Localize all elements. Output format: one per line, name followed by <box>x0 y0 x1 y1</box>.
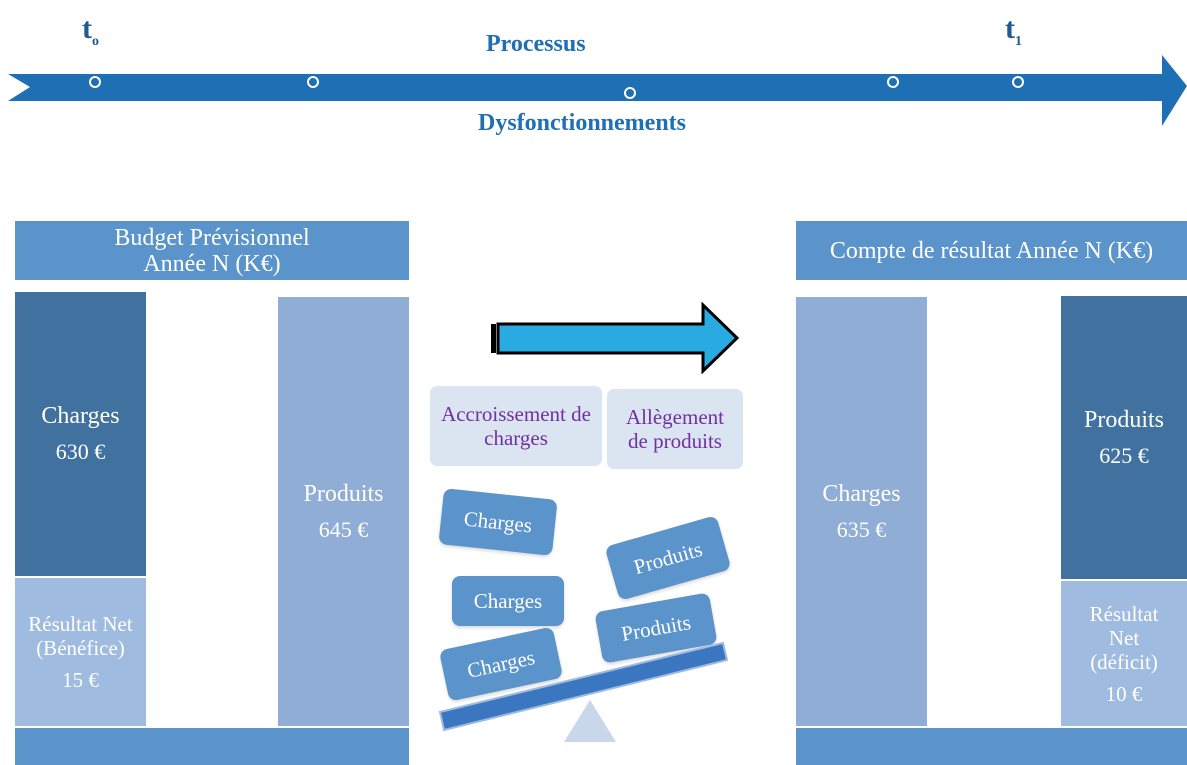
budget-charges-value: 630 € <box>55 439 106 464</box>
compte-produits-label: Produits <box>1083 406 1164 433</box>
budget-result-value: 15 € <box>62 668 99 692</box>
budget-charges-label: Charges <box>41 403 120 429</box>
tile-charges-middle: Charges <box>452 576 564 626</box>
tile-charges-top-text: Charges <box>462 505 534 538</box>
compte-produits-bar: Produits 625 € <box>1061 296 1187 579</box>
compte-produits-value: 625 € <box>1099 442 1149 468</box>
timeline-point <box>624 87 636 99</box>
budget-result-label: Résultat Net (Bénéfice) <box>28 612 133 660</box>
budget-charges-bar: Charges 630 € <box>15 292 146 576</box>
transition-arrow <box>491 302 740 374</box>
tag-allegement-produits: Allègement de produits <box>607 389 743 469</box>
timeline-point <box>887 76 899 88</box>
tag-accroissement-charges: Accroissement de charges <box>430 386 602 466</box>
timeline-arrow <box>8 55 1187 126</box>
timeline-bottom-label: Dysfonctionnements <box>478 110 686 136</box>
timeline-start-label: to <box>82 12 99 50</box>
compte-charges-bar: Charges 635 € <box>796 297 927 726</box>
budget-title: Budget Prévisionnel Année N (K€) <box>15 221 409 280</box>
compte-charges-label: Charges <box>822 480 901 507</box>
tag-allegement-text: Allègement de produits <box>626 405 724 453</box>
budget-produits-label: Produits <box>303 480 384 507</box>
compte-charges-value: 635 € <box>836 516 887 542</box>
timeline-end-label: t1 <box>1005 12 1022 50</box>
balance-fulcrum <box>564 700 616 742</box>
balance-scale <box>438 641 729 742</box>
timeline-point <box>307 76 319 88</box>
budget-produits-bar: Produits 645 € <box>278 297 409 726</box>
compte-result-value: 10 € <box>1105 681 1143 706</box>
compte-title-text: Compte de résultat Année N (K€) <box>829 237 1154 264</box>
tile-produits-top-text: Produits <box>630 536 705 579</box>
end-subscript: 1 <box>1015 34 1022 49</box>
start-letter: t <box>82 12 92 45</box>
start-subscript: o <box>92 34 99 49</box>
timeline-point <box>89 76 101 88</box>
balance-beam <box>438 641 729 732</box>
compte-title: Compte de résultat Année N (K€) <box>796 221 1187 280</box>
budget-base <box>15 728 409 765</box>
compte-result-bar: Résultat Net (déficit) 10 € <box>1061 581 1187 726</box>
tile-produits-top: Produits <box>604 515 732 601</box>
budget-result-bar: Résultat Net (Bénéfice) 15 € <box>15 578 146 726</box>
timeline-point <box>1012 76 1024 88</box>
tag-accroissement-text: Accroissement de charges <box>441 402 591 450</box>
budget-produits-value: 645 € <box>318 516 369 542</box>
tile-charges-middle-text: Charges <box>473 588 543 613</box>
compte-result-label: Résultat Net (déficit) <box>1089 601 1159 674</box>
compte-base <box>796 728 1187 765</box>
end-letter: t <box>1005 12 1015 45</box>
budget-title-text: Budget Prévisionnel Année N (K€) <box>114 224 310 277</box>
timeline-top-label: Processus <box>486 31 586 57</box>
tile-charges-top: Charges <box>438 488 558 556</box>
